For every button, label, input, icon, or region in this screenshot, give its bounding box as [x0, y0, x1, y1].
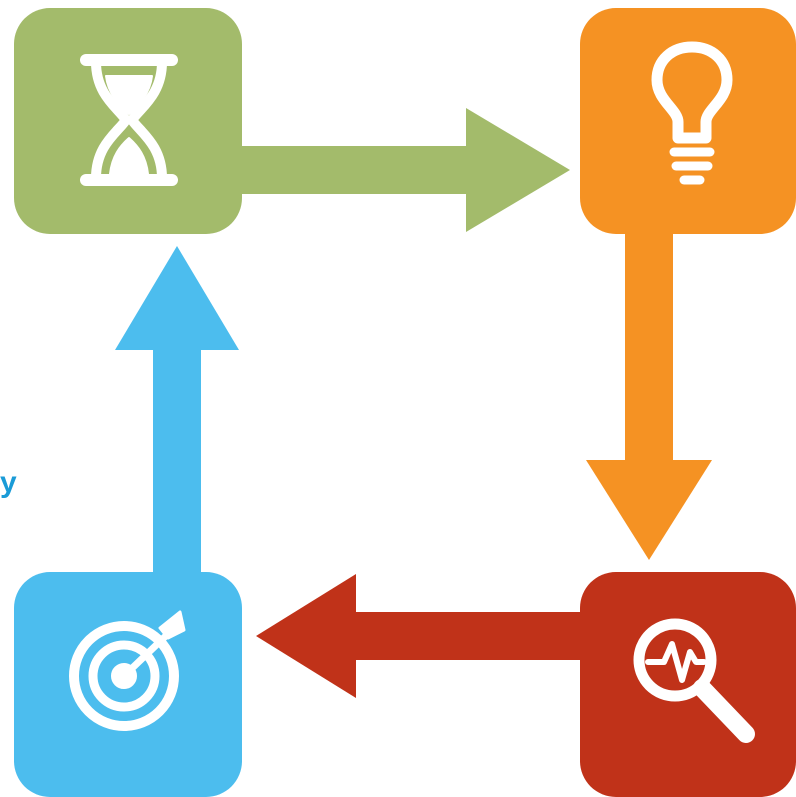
arrow-red-left: [256, 574, 586, 698]
arrow-green-shaft: [238, 146, 470, 194]
arrow-orange-down: [586, 228, 712, 560]
hourglass-icon: [80, 54, 178, 186]
arrow-green-right: [238, 108, 570, 232]
arrow-blue-shaft: [153, 344, 201, 578]
node-bottom-left: [14, 572, 242, 797]
lightbulb-icon: [651, 41, 733, 185]
node-bottom-right: [580, 572, 796, 797]
target-arrow-icon: [69, 610, 186, 731]
arrow-red-head: [256, 574, 356, 698]
node-bottom-right-box: [580, 572, 796, 797]
arrow-blue-head: [115, 246, 239, 350]
node-top-right: [580, 8, 796, 234]
arrow-red-shaft: [350, 612, 586, 660]
arrow-orange-shaft: [625, 228, 673, 466]
arrow-green-head: [466, 108, 570, 232]
arrow-blue-up: [115, 246, 239, 578]
node-top-left: [14, 8, 242, 234]
magnifier-pulse-icon: [633, 618, 755, 743]
cropped-text-fragment: y: [0, 466, 17, 499]
node-top-right-box: [580, 8, 796, 234]
arrow-orange-head: [586, 460, 712, 560]
